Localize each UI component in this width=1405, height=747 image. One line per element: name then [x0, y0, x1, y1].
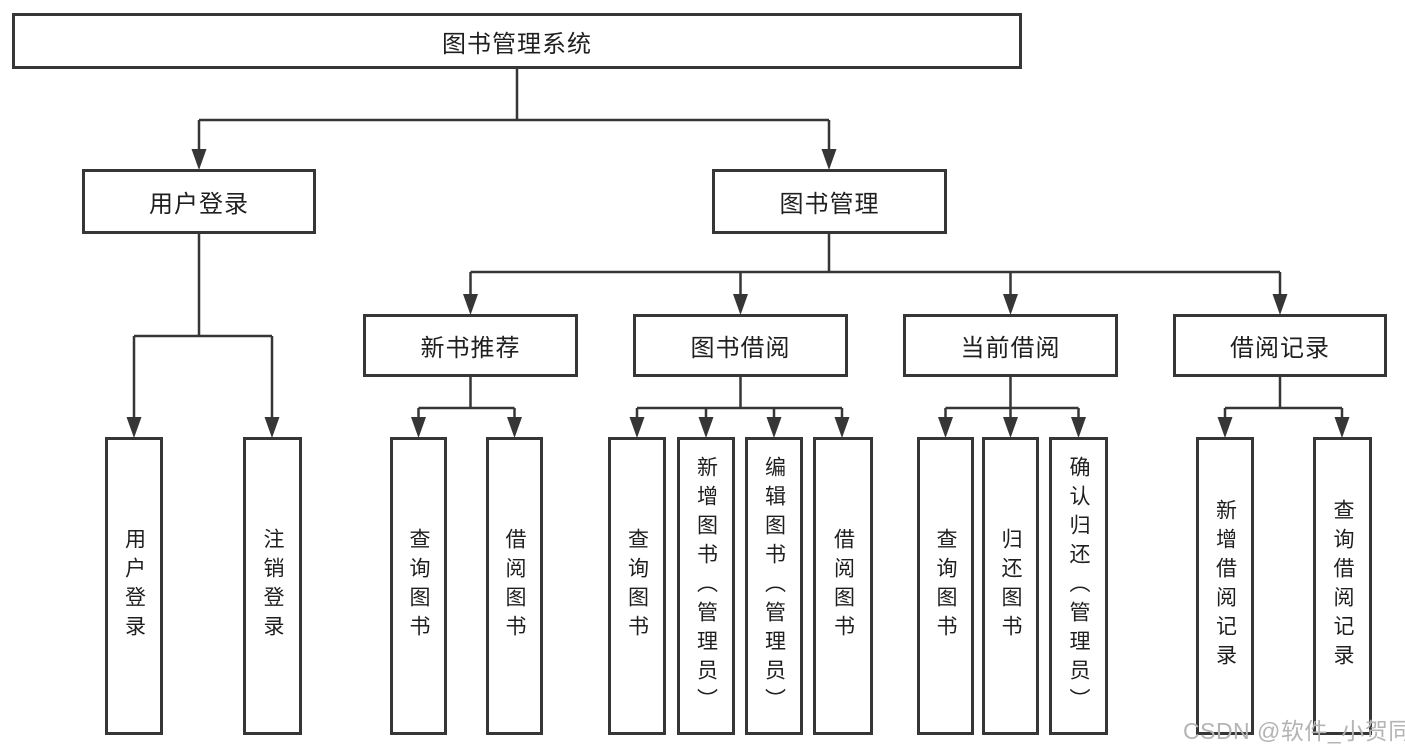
arrowhead: [938, 417, 953, 438]
node-borrowing-records: 借阅记录: [1173, 314, 1387, 377]
arrowhead: [1272, 294, 1288, 315]
leaf-borrow-books: 借阅图书: [486, 437, 543, 735]
arrowhead: [264, 417, 280, 438]
connector-book-management-to-sections: [469, 234, 1282, 298]
leaf-borrow-books: 借阅图书: [813, 437, 873, 735]
connector-book-borrowing-to-children: [635, 377, 844, 420]
node-label: 查询借阅记录: [1331, 499, 1354, 673]
connector-borrowing-records-to-children: [1223, 377, 1344, 420]
node-label: 图书借阅: [690, 335, 791, 362]
node-label: 查询图书: [625, 528, 649, 644]
leaf-edit-books-admin: 编辑图书（管理员）: [745, 437, 803, 735]
arrowhead: [1071, 417, 1086, 438]
node-label: 新增借阅记录: [1213, 499, 1237, 673]
node-label: 借阅图书: [503, 528, 526, 644]
node-label: 确认归还（管理员）: [1067, 455, 1090, 717]
arrowhead: [766, 417, 782, 438]
arrowhead: [834, 417, 850, 438]
node-label: 新书推荐: [420, 335, 521, 362]
node-label: 注销登录: [261, 528, 284, 644]
node-label: 查询图书: [934, 528, 957, 644]
leaf-query-borrow-record: 查询借阅记录: [1313, 437, 1372, 735]
node-library-management-system: 图书管理系统: [12, 13, 1022, 69]
connector-user-login-to-children: [132, 234, 274, 420]
node-label: 借阅记录: [1230, 335, 1330, 362]
arrowhead: [126, 417, 142, 438]
arrowhead: [733, 294, 748, 315]
leaf-add-books-admin: 新增图书（管理员）: [677, 437, 735, 735]
arrowhead: [191, 149, 207, 170]
arrowhead: [1334, 417, 1350, 438]
arrowheads: [126, 149, 1350, 438]
connector-new-book-recommendation-to-children: [417, 377, 516, 420]
node-label: 用户登录: [149, 191, 249, 218]
arrowhead: [1003, 294, 1018, 315]
leaf-query-books: 查询图书: [917, 437, 974, 735]
connector-current-borrowing-to-children: [944, 377, 1080, 420]
arrowhead: [463, 294, 478, 315]
leaf-add-borrow-record: 新增借阅记录: [1196, 437, 1254, 735]
leaf-logout: 注销登录: [243, 437, 302, 735]
node-label: 查询图书: [407, 528, 430, 644]
arrowhead: [821, 149, 837, 170]
node-book-borrowing: 图书借阅: [633, 314, 848, 377]
leaf-return-books: 归还图书: [982, 437, 1039, 735]
node-label: 归还图书: [999, 528, 1022, 644]
arrowhead: [1217, 417, 1233, 438]
leaf-query-books: 查询图书: [608, 437, 666, 735]
leaf-user-login: 用户登录: [105, 437, 163, 735]
node-new-book-recommendation: 新书推荐: [363, 314, 578, 377]
leaf-query-books: 查询图书: [390, 437, 447, 735]
arrowhead: [1003, 417, 1018, 438]
arrowhead: [411, 417, 426, 438]
node-user-login: 用户登录: [82, 169, 316, 234]
arrowhead: [629, 417, 645, 438]
node-label: 图书管理系统: [442, 30, 592, 58]
node-label: 编辑图书（管理员）: [762, 455, 786, 717]
watermark: CSDN @软件_小贺同学: [1183, 718, 1405, 744]
connector-root-to-level2: [197, 69, 831, 152]
arrowhead: [698, 417, 714, 438]
leaf-confirm-return-admin: 确认归还（管理员）: [1049, 437, 1108, 735]
node-label: 用户登录: [122, 528, 146, 644]
arrowhead: [507, 417, 522, 438]
node-label: 新增图书（管理员）: [694, 455, 718, 717]
node-label: 借阅图书: [831, 528, 855, 644]
node-current-borrowing: 当前借阅: [903, 314, 1118, 377]
node-label: 图书管理: [779, 191, 880, 218]
node-label: 当前借阅: [960, 335, 1061, 362]
node-book-management: 图书管理: [712, 169, 947, 234]
